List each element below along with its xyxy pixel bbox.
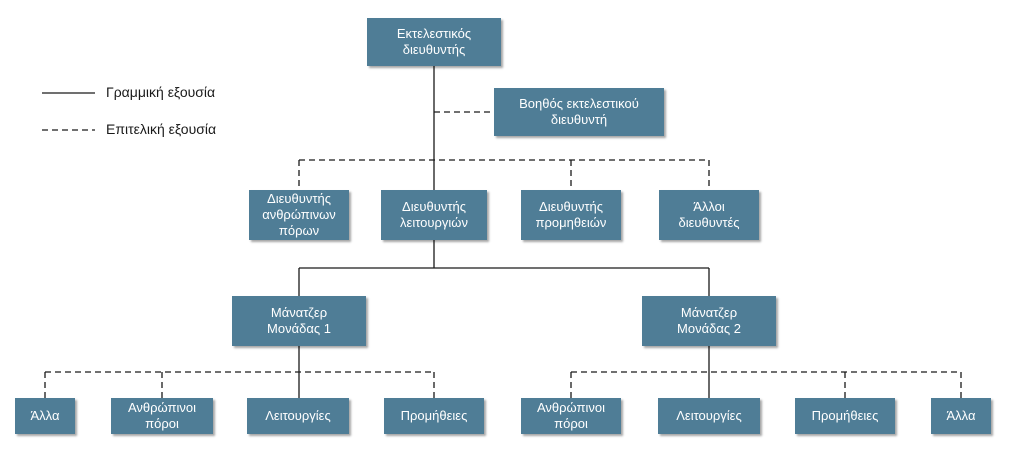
node-u1-other: Άλλα [15, 398, 75, 434]
node-u2-hr: Ανθρώπινοι πόροι [521, 398, 621, 434]
node-unit1-manager: Μάνατζερ Μονάδας 1 [232, 296, 366, 346]
node-u1-supply: Προμήθειες [384, 398, 484, 434]
node-supply-director: Διευθυντής προμηθειών [521, 190, 621, 240]
node-u1-hr: Ανθρώπινοι πόροι [111, 398, 213, 434]
legend-staff-authority: Επιτελική εξουσία [106, 121, 217, 137]
node-u2-supply: Προμήθειες [795, 398, 895, 434]
node-unit2-manager: Μάνατζερ Μονάδας 2 [642, 296, 776, 346]
node-assistant: Βοηθός εκτελεστικού διευθυντή [494, 88, 664, 136]
node-other-directors: Άλλοι διευθυντές [659, 190, 759, 240]
legend-line-authority: Γραμμική εξουσία [106, 84, 216, 100]
node-u2-ops: Λειτουργίες [658, 398, 760, 434]
node-ops-director: Διευθυντής λειτουργιών [381, 190, 487, 240]
node-hr-director: Διευθυντής ανθρώπινων πόρων [249, 190, 349, 240]
node-u2-other: Άλλα [931, 398, 991, 434]
node-u1-ops: Λειτουργίες [247, 398, 349, 434]
node-ceo: Εκτελεστικός διευθυντής [367, 18, 501, 66]
